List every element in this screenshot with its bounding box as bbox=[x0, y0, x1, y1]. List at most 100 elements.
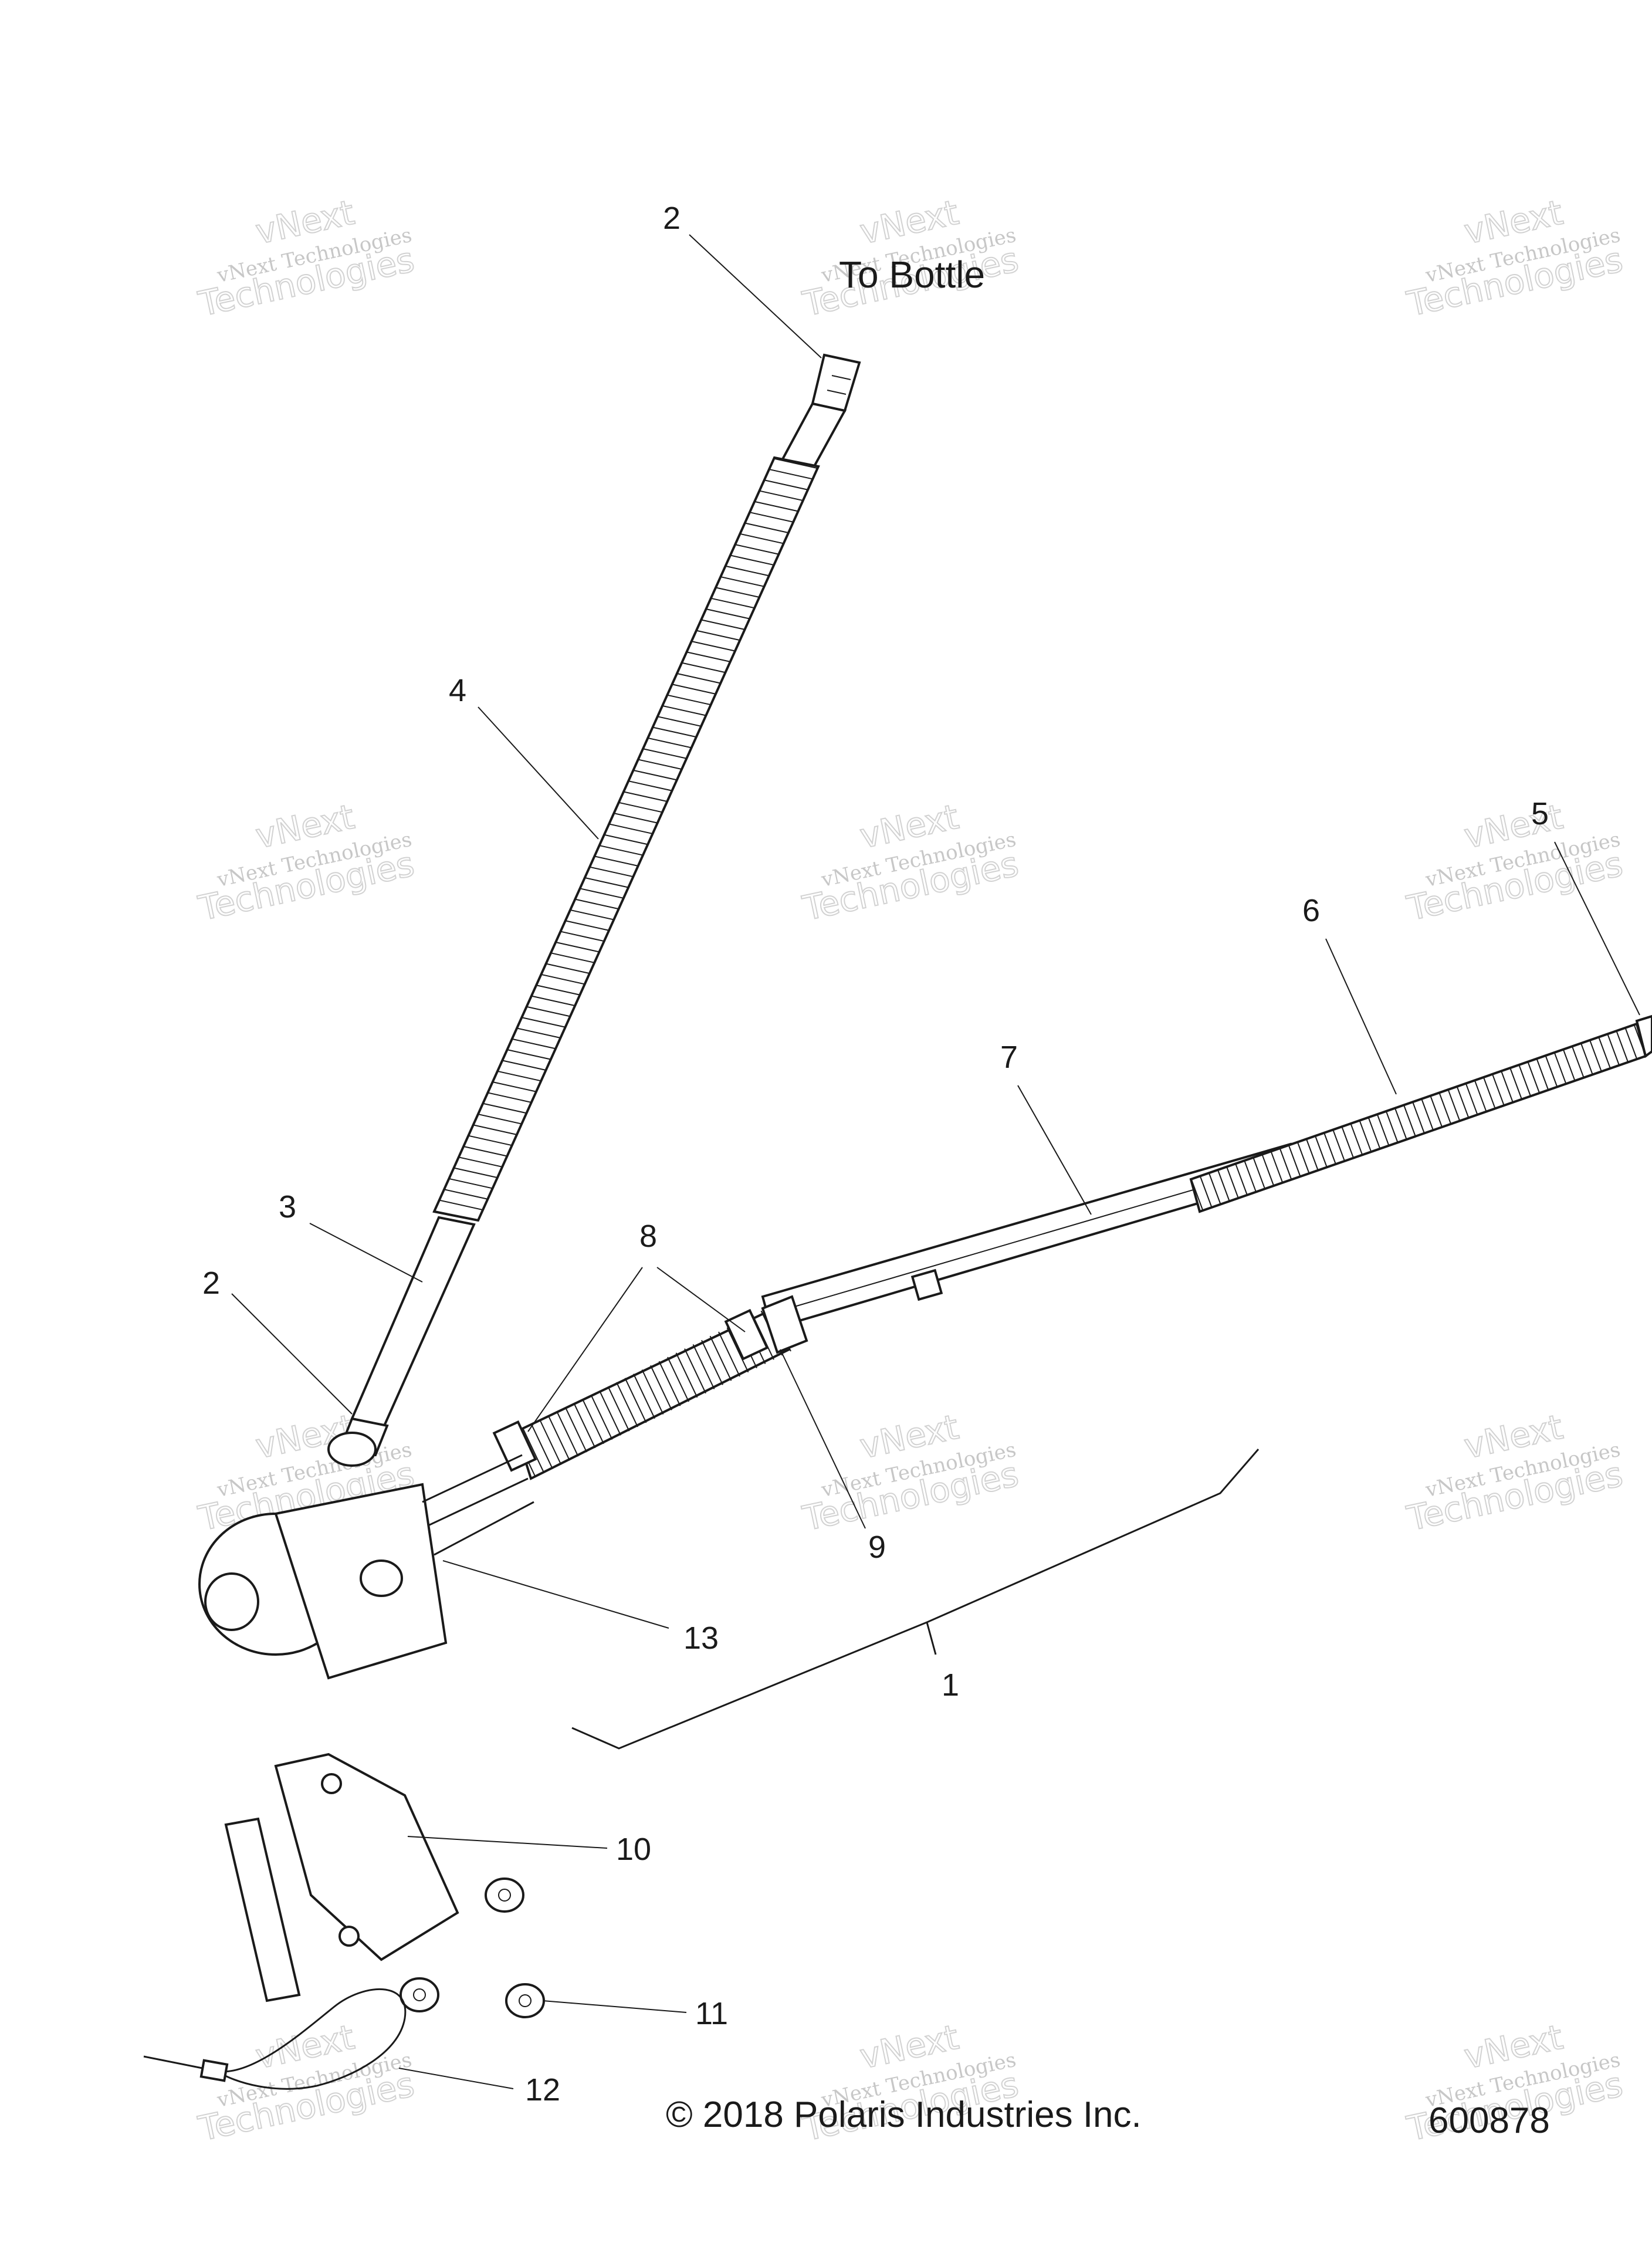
sleeve-rib bbox=[1420, 1097, 1434, 1130]
sleeve-rib bbox=[1234, 1162, 1248, 1195]
sleeve-rib bbox=[1545, 1054, 1558, 1087]
sleeve-rib bbox=[483, 1102, 526, 1114]
sleeve-rib bbox=[1456, 1085, 1469, 1118]
sleeve-rib bbox=[1403, 1104, 1416, 1136]
sleeve-rib bbox=[740, 533, 784, 544]
sleeve-rib bbox=[473, 1124, 516, 1135]
sleeve-rib bbox=[765, 479, 808, 490]
sleeve-rib bbox=[434, 1210, 478, 1221]
sleeve-rib bbox=[619, 802, 662, 813]
callout-2-top: 2 bbox=[663, 201, 681, 236]
sleeve-rib bbox=[1500, 1070, 1514, 1102]
sleeve-rib bbox=[512, 1038, 555, 1049]
sleeve-rib bbox=[675, 1352, 698, 1398]
sleeve-rib bbox=[1429, 1094, 1443, 1127]
to-bottle-label: To Bottle bbox=[839, 253, 985, 296]
sleeve-rib bbox=[531, 1424, 553, 1470]
sleeve-rib bbox=[1270, 1150, 1283, 1183]
leader-lines bbox=[231, 234, 1640, 2089]
sleeve-rib bbox=[556, 1411, 579, 1457]
hose-clamp-right bbox=[724, 1308, 769, 1361]
sleeve-rib bbox=[624, 791, 667, 802]
sleeve-rib bbox=[610, 823, 652, 834]
sleeve-rib bbox=[731, 554, 774, 566]
sleeve-rib bbox=[648, 738, 691, 749]
sleeve-rib bbox=[1447, 1088, 1460, 1121]
callout-6: 6 bbox=[1302, 893, 1320, 928]
sleeve-rib bbox=[1597, 1036, 1611, 1068]
sleeve-rib bbox=[672, 684, 716, 695]
end-fitting bbox=[1635, 1014, 1652, 1058]
sleeve-rib bbox=[541, 974, 584, 985]
sleeve-rib bbox=[682, 662, 725, 673]
sleeve-rib bbox=[546, 963, 589, 974]
sleeve-rib bbox=[565, 1407, 587, 1453]
sleeve-rib bbox=[746, 522, 788, 533]
sleeve-rib bbox=[1376, 1113, 1390, 1145]
sleeve-rib bbox=[774, 458, 818, 469]
sleeve-rib bbox=[668, 694, 710, 705]
sleeve-rib bbox=[697, 630, 740, 641]
sleeve-rib bbox=[1535, 1057, 1549, 1090]
callout-5: 5 bbox=[1531, 796, 1549, 831]
hose-clamp-left bbox=[492, 1420, 537, 1472]
sleeve-rib bbox=[1615, 1030, 1629, 1062]
watermark: vNext vNext Technologies Technologies bbox=[798, 192, 1023, 325]
callout-11: 11 bbox=[695, 1996, 728, 2031]
sleeve-rib bbox=[726, 1327, 749, 1373]
sleeve-rib bbox=[566, 920, 608, 931]
sleeve-rib bbox=[1323, 1131, 1336, 1164]
sleeve-rib bbox=[1305, 1138, 1319, 1170]
sleeve-rib bbox=[1349, 1122, 1363, 1155]
sleeve-rib bbox=[551, 952, 594, 963]
sleeve-rib bbox=[638, 759, 682, 770]
sleeve-rib bbox=[1474, 1079, 1487, 1112]
sleeve-rib bbox=[1199, 1175, 1213, 1207]
pump-assembly bbox=[198, 1432, 534, 1680]
sleeve-rib bbox=[678, 673, 720, 684]
sleeve-rib bbox=[1526, 1060, 1540, 1093]
sleeve-rib bbox=[576, 898, 618, 909]
sleeve-rib bbox=[712, 598, 754, 609]
sleeve-rib bbox=[755, 501, 798, 512]
sleeve-rib bbox=[1261, 1153, 1274, 1186]
sleeve-rib bbox=[718, 1331, 740, 1377]
plate-hole bbox=[321, 1773, 342, 1794]
callout-12: 12 bbox=[525, 2072, 560, 2107]
sleeve-rib bbox=[684, 1348, 706, 1394]
sleeve-rib bbox=[770, 469, 813, 480]
callout-13: 13 bbox=[683, 1621, 719, 1656]
sleeve-rib bbox=[1509, 1067, 1522, 1099]
sleeve-rib bbox=[1332, 1128, 1345, 1161]
sleeve-rib bbox=[1243, 1159, 1257, 1192]
mounting-plate-body bbox=[274, 1753, 459, 1961]
sleeve-rib bbox=[701, 1339, 723, 1385]
sleeve-rib bbox=[444, 1189, 487, 1200]
cable-tie-head bbox=[199, 2059, 229, 2082]
bolt bbox=[485, 1877, 524, 1913]
sleeve-rib bbox=[536, 985, 580, 996]
sleeve-rib bbox=[478, 1114, 521, 1125]
top-hose-coupler bbox=[811, 353, 861, 412]
sleeve-rib bbox=[449, 1178, 492, 1189]
sleeve-rib bbox=[633, 1374, 655, 1419]
sleeve-collar bbox=[761, 1295, 808, 1354]
sleeve-rib bbox=[1279, 1147, 1292, 1179]
sleeve-rib bbox=[453, 1167, 497, 1178]
lower-hose-section bbox=[350, 1216, 476, 1427]
tube-bracket bbox=[910, 1268, 943, 1301]
sleeve-rib bbox=[580, 888, 623, 899]
watermark: vNext vNext Technologies Technologies bbox=[194, 192, 418, 325]
sleeve-rib bbox=[1226, 1165, 1239, 1198]
sleeve-rib bbox=[1553, 1051, 1567, 1084]
sleeve-rib bbox=[1624, 1026, 1637, 1059]
sleeve-rib bbox=[582, 1399, 604, 1445]
sleeve-rib bbox=[548, 1415, 570, 1461]
sleeve-rib bbox=[1589, 1038, 1602, 1071]
bolt bbox=[400, 1977, 439, 2012]
sleeve-rib bbox=[468, 1135, 512, 1146]
callout-8: 8 bbox=[639, 1219, 657, 1254]
sleeve-rib bbox=[573, 1403, 596, 1449]
sleeve-rib bbox=[658, 1361, 681, 1406]
